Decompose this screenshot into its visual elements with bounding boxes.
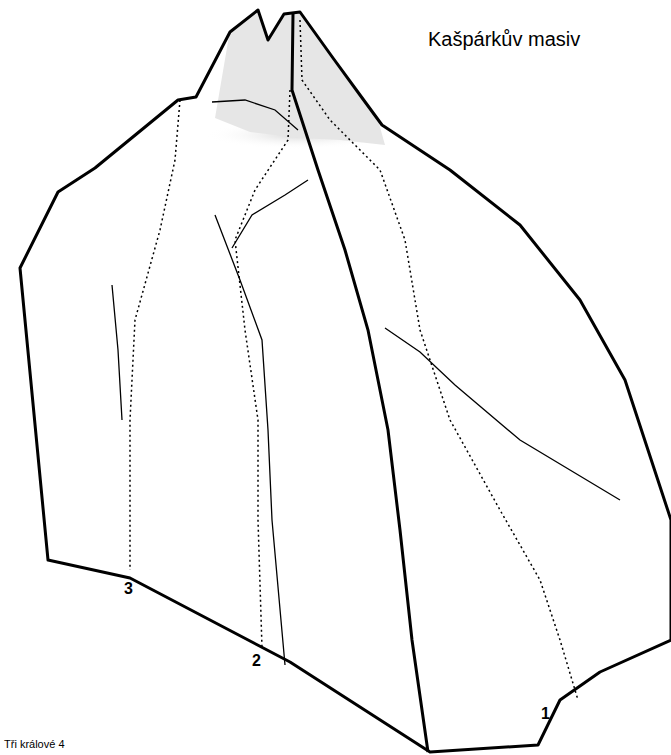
route-2	[235, 90, 290, 648]
main-crack	[292, 14, 428, 752]
crack	[215, 215, 285, 665]
crack	[212, 100, 298, 130]
route-number: 3	[124, 580, 133, 598]
route-3	[130, 100, 180, 570]
rock-outline	[20, 10, 671, 752]
crack	[232, 180, 308, 248]
route-number: 1	[541, 705, 550, 723]
route-1	[300, 20, 578, 700]
route-lines	[130, 20, 578, 700]
route-number: 2	[252, 652, 261, 670]
crack	[385, 328, 620, 500]
cracks	[112, 100, 620, 665]
crack	[112, 285, 122, 420]
topo-title: Kašpárkův masiv	[428, 28, 580, 50]
source-note: Tři králové 4	[4, 738, 65, 750]
